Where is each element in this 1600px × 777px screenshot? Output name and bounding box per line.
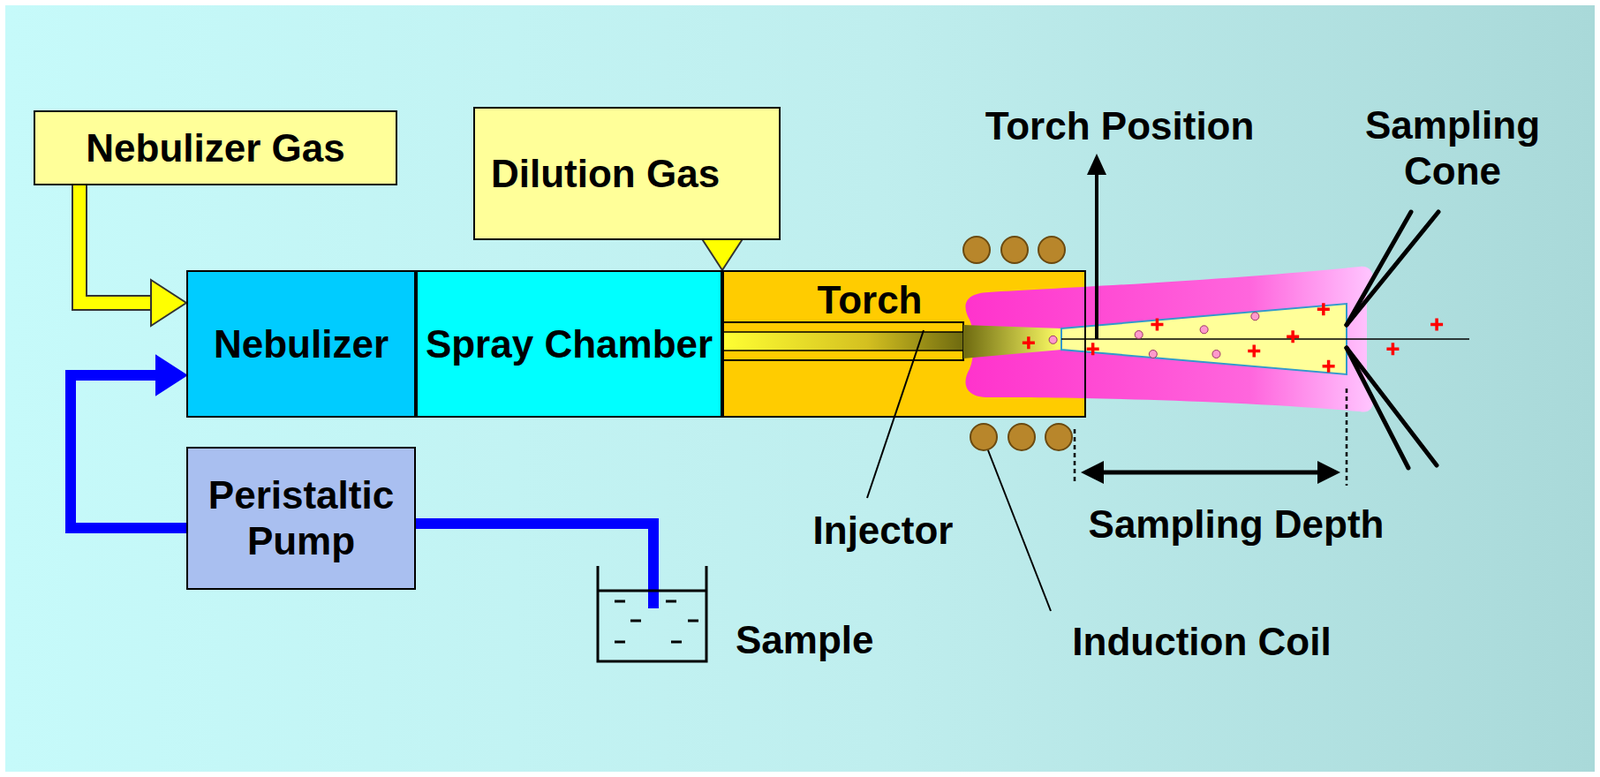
node-label: Sample [735, 617, 875, 664]
ion-symbol [1386, 342, 1399, 355]
ion-symbol [1086, 342, 1100, 355]
particle-dot [1049, 335, 1057, 344]
beaker-outline [595, 566, 710, 665]
pump-box: Peristaltic Pump [186, 446, 416, 590]
part-label: Torch Position [985, 103, 1255, 150]
part-label: Injector [813, 507, 954, 554]
gas-box: Dilution Gas [473, 106, 781, 241]
ion-symbol [1322, 360, 1336, 373]
ion-symbol [1286, 330, 1299, 343]
background-panel: Nebulizer GasDilution GasNebulizer Spray … [5, 5, 1595, 772]
part-label: Sampling Cone [1342, 102, 1563, 195]
sample-flow-line [70, 355, 187, 529]
gas-flow-arrow [79, 185, 187, 326]
particle-dot [1148, 349, 1157, 358]
particle-dot [1251, 312, 1260, 321]
gas-box: Nebulizer Gas [33, 110, 398, 186]
dimension-label: Sampling Depth [1088, 501, 1385, 548]
node-label: Nebulizer [213, 321, 389, 368]
ion-symbol [1247, 345, 1261, 358]
particle-dot [1134, 331, 1143, 340]
node-label: Dilution Gas [490, 150, 720, 197]
part-label: Induction Coil [1071, 618, 1331, 665]
spray-chamber-box: Spray Chamber [415, 270, 723, 418]
ion-symbol [1022, 336, 1035, 349]
particle-dot [1212, 349, 1221, 358]
node-label: Peristaltic Pump [193, 472, 409, 565]
sample-flow-line [415, 523, 654, 609]
particle-dot [1200, 325, 1208, 334]
nebulizer-box: Nebulizer [186, 270, 416, 418]
ion-symbol [1150, 317, 1163, 331]
node-label: Torch [817, 277, 923, 324]
torch-box: Torch [722, 270, 1087, 418]
ion-symbol [1317, 302, 1330, 316]
node-label: Spray Chamber [425, 321, 713, 368]
ion-symbol [1430, 317, 1443, 331]
gas-flow-arrow [699, 234, 746, 271]
node-label: Nebulizer Gas [85, 125, 345, 172]
sample-beaker: Sample [595, 566, 710, 665]
